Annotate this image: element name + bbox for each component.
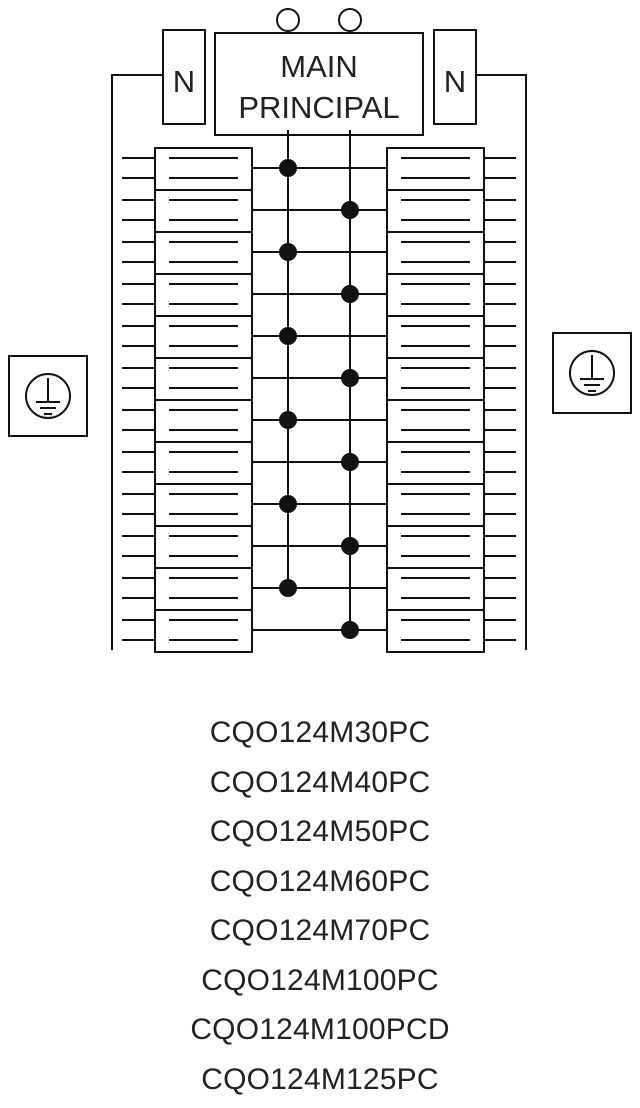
main-terminal-left <box>276 8 300 32</box>
model-item: CQO124M70PC <box>209 914 431 947</box>
breaker-right <box>386 147 485 191</box>
breaker-left <box>154 609 253 653</box>
model-item: CQO124M30PC <box>209 716 431 749</box>
enclosure-left-rail <box>111 74 162 650</box>
bus-connections <box>252 159 387 639</box>
breaker-left <box>154 525 253 569</box>
ground-icon <box>569 350 615 396</box>
bus-stab-dot <box>279 327 297 345</box>
panel-diagram: N N MAIN PRINCIPAL <box>8 8 632 653</box>
breaker-left <box>154 567 253 611</box>
breaker-right <box>386 189 485 233</box>
breaker-right <box>386 525 485 569</box>
breaker-left <box>154 357 253 401</box>
neutral-bar-left <box>162 29 206 125</box>
model-item: CQO124M100PCD <box>190 1013 450 1046</box>
breaker-column-right <box>386 147 516 653</box>
bus-stab-dot <box>341 537 359 555</box>
bus-stab-dot <box>279 411 297 429</box>
bus-stab-dot <box>279 495 297 513</box>
breaker-left <box>154 189 253 233</box>
model-item: CQO124M125PC <box>201 1062 439 1096</box>
breaker-left <box>154 231 253 275</box>
breaker-right <box>386 231 485 275</box>
breaker-left <box>154 315 253 359</box>
model-item: CQO124M60PC <box>209 864 431 898</box>
bus-stab-dot <box>279 243 297 261</box>
bus-stab-dot <box>279 159 297 177</box>
main-terminal-right <box>338 8 362 32</box>
model-list: CQO124M30PC CQO124M40PC CQO124M50PC CQO1… <box>0 708 640 1104</box>
neutral-bar-right <box>433 29 477 125</box>
model-item: CQO124M50PC <box>209 815 431 848</box>
breaker-right <box>386 567 485 611</box>
bus-stab-dot <box>341 621 359 639</box>
main-breaker <box>214 32 424 136</box>
breaker-right <box>386 483 485 527</box>
ground-box-left <box>8 355 88 437</box>
model-item: CQO124M100PC <box>201 963 439 997</box>
breaker-right <box>386 273 485 317</box>
bus-stab-dot <box>279 579 297 597</box>
breaker-right <box>386 441 485 485</box>
bus-stab-dot <box>341 285 359 303</box>
bus-stab-dot <box>341 201 359 219</box>
breaker-left <box>154 483 253 527</box>
breaker-right <box>386 399 485 443</box>
breaker-right <box>386 357 485 401</box>
neutral-right-label: N <box>444 64 466 99</box>
breaker-left <box>154 399 253 443</box>
breaker-left <box>154 441 253 485</box>
breaker-left <box>154 273 253 317</box>
bus-stab-dot <box>341 369 359 387</box>
breaker-right <box>386 315 485 359</box>
ground-box-right <box>552 332 632 414</box>
neutral-left-label: N <box>173 64 195 99</box>
breaker-column-left <box>122 147 253 653</box>
main-label-line1: MAIN <box>280 49 358 84</box>
main-label-line2: PRINCIPAL <box>238 90 399 125</box>
breaker-right <box>386 609 485 653</box>
enclosure-right-rail <box>476 74 527 650</box>
breaker-left <box>154 147 253 191</box>
ground-icon <box>25 373 71 419</box>
bus-stab-dot <box>341 453 359 471</box>
model-item: CQO124M40PC <box>209 765 431 799</box>
